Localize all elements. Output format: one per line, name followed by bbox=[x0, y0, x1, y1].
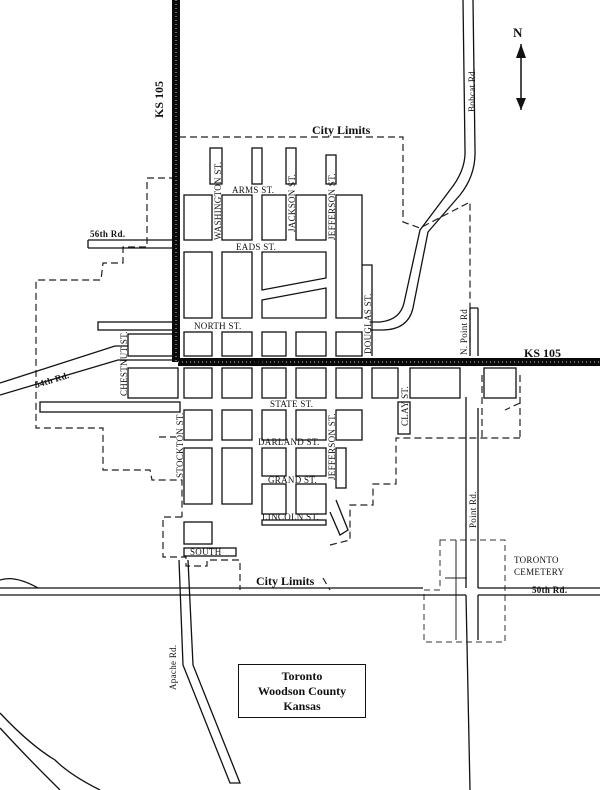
label-jefferson-st-north: JEFFERSON ST. bbox=[327, 173, 337, 240]
label-cemetery-line1: TORONTO bbox=[514, 555, 559, 565]
map-title-box: Toronto Woodson County Kansas bbox=[238, 664, 366, 718]
label-jefferson-st-south: JEFFERSON ST. bbox=[327, 413, 337, 480]
title-line-3: Kansas bbox=[283, 698, 321, 713]
town-blocks bbox=[39, 147, 517, 557]
label-ks105-vertical: KS 105 bbox=[152, 81, 166, 118]
label-bobcat-rd: Bobcat Rd. bbox=[467, 69, 477, 113]
label-state-st: STATE ST. bbox=[270, 399, 313, 409]
label-50th-rd: 50th Rd. bbox=[532, 585, 567, 595]
road-point bbox=[465, 397, 479, 790]
label-grand-st: GRAND ST. bbox=[268, 475, 317, 485]
north-arrow-icon bbox=[516, 44, 526, 110]
label-54th-rd: 54th Rd. bbox=[34, 370, 71, 390]
label-clay-st: CLAY ST. bbox=[400, 386, 410, 426]
label-stockton-st: STOCKTON ST. bbox=[175, 412, 185, 478]
label-city-limits-top: City Limits bbox=[312, 123, 371, 137]
road-50th bbox=[0, 587, 600, 596]
label-jackson-st: JACKSON ST. bbox=[287, 174, 297, 232]
label-lincoln-st: LINCOLN ST. bbox=[262, 512, 319, 522]
label-north-st: NORTH ST. bbox=[194, 321, 242, 331]
road-apache bbox=[178, 559, 241, 784]
label-cemetery-line2: CEMETERY bbox=[514, 567, 565, 577]
label-south-st: SOUTH bbox=[190, 547, 222, 557]
label-56th-rd: 56th Rd. bbox=[90, 229, 125, 239]
label-ks105-horizontal: KS 105 bbox=[524, 346, 561, 360]
label-apache-rd: Apache Rd. bbox=[168, 645, 178, 691]
road-bobcat bbox=[370, 0, 476, 331]
road-56th bbox=[87, 239, 176, 249]
compass-label: N bbox=[513, 25, 523, 40]
cemetery-boundary bbox=[423, 539, 506, 643]
label-city-limits-bottom: City Limits bbox=[256, 574, 315, 588]
title-line-1: Toronto bbox=[281, 668, 323, 683]
label-douglas-st: DOUGLAS ST. bbox=[363, 293, 373, 354]
label-n-point-rd: N. Point Rd bbox=[459, 309, 469, 355]
label-darland-st: DARLAND ST. bbox=[258, 437, 320, 447]
road-n-point bbox=[469, 307, 479, 356]
city-limits-boundary bbox=[35, 136, 521, 591]
label-washington-st: WASHINGTON ST. bbox=[213, 162, 223, 240]
creek bbox=[0, 577, 101, 790]
title-line-2: Woodson County bbox=[257, 683, 347, 698]
label-point-rd: Point Rd. bbox=[468, 491, 478, 528]
label-chestnut-st: CHESTNUT ST. bbox=[119, 331, 129, 396]
label-arms-st: ARMS ST. bbox=[232, 185, 274, 195]
label-eads-st: EADS ST. bbox=[236, 242, 276, 252]
label-main-st: MAIN ST. bbox=[252, 358, 293, 368]
